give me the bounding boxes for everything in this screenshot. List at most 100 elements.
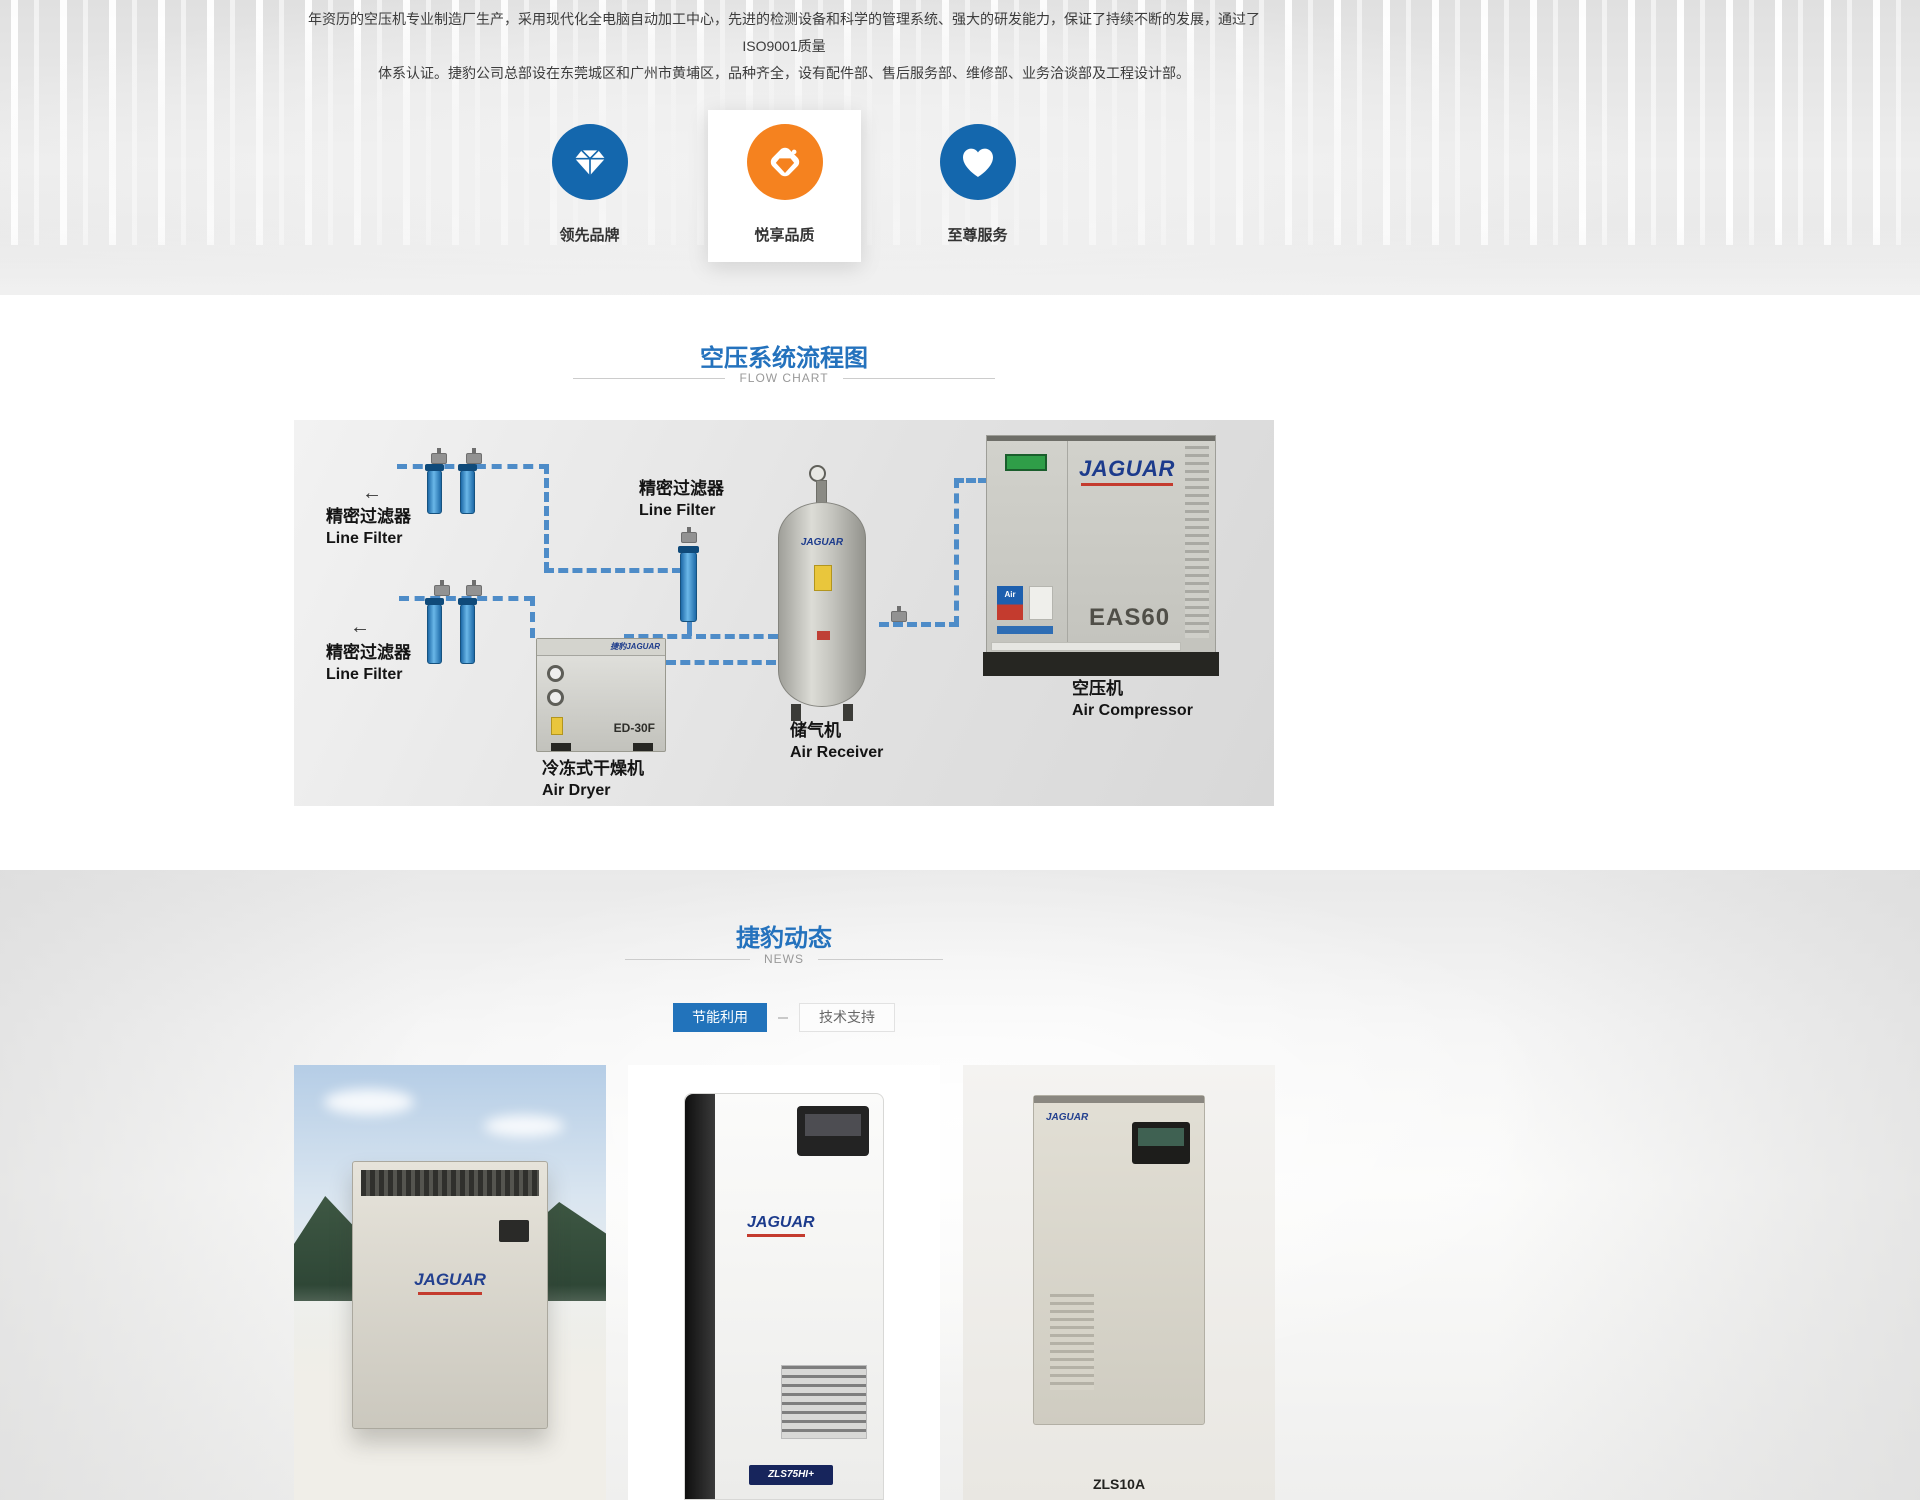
compressor-product-image: JAGUAR (352, 1161, 548, 1429)
tab-tech-support[interactable]: 技术支持 (799, 1003, 895, 1032)
product-card-3[interactable]: JAGUAR ZLS10A (963, 1065, 1275, 1500)
line-filter-graphic (425, 464, 444, 514)
intro-line-2: 体系认证。捷豹公司总部设在东莞城区和广州市黄埔区，品种齐全，设有配件部、售后服务… (378, 65, 1190, 81)
gem-badge-icon (746, 124, 823, 200)
product-brand-logo: JAGUAR (1046, 1112, 1089, 1123)
valve-icon (891, 606, 907, 622)
label-air-compressor: 空压机 Air Compressor (1072, 679, 1193, 719)
warning-sticker (551, 717, 563, 735)
news-tabs: 节能利用 技术支持 (294, 1003, 1274, 1032)
line-filter-graphic (458, 598, 477, 664)
compressor-base (983, 652, 1219, 676)
product-brand-logo: JAGUAR (747, 1214, 815, 1237)
valve-icon (681, 527, 697, 543)
hero-banner: 年资历的空压机专业制造厂生产，采用现代化全电脑自动加工中心，先进的检测设备和科学… (0, 0, 1920, 295)
flow-chart-image: ← ← 精密过滤器 Line Filter 精密过滤器 Line Filter … (294, 420, 1274, 806)
air-compressor-graphic: JAGUAR Air EAS60 (983, 435, 1219, 676)
compressor-info-strip (991, 642, 1181, 651)
news-section-subtitle-row: NEWS (294, 952, 1274, 966)
product-side-panel (685, 1094, 715, 1499)
valve-icon (434, 580, 450, 596)
line-filter-graphic (678, 546, 699, 622)
flow-section-title: 空压系统流程图 (700, 345, 868, 372)
dryer-foot (551, 743, 571, 751)
label-line-filter-bottom: 精密过滤器 Line Filter (326, 643, 411, 683)
valve-icon (466, 580, 482, 596)
air-receiver-graphic: JAGUAR (778, 502, 866, 707)
flow-section-subtitle-row: FLOW CHART (294, 371, 1274, 385)
pipe-segment (687, 622, 692, 636)
feature-row: 领先品牌 悦享品质 至尊服务 (294, 110, 1274, 262)
news-section-subtitle: NEWS (764, 952, 804, 966)
gauge-icon (547, 689, 564, 706)
compressor-display (1005, 454, 1047, 471)
pipe-segment (879, 622, 959, 627)
compressor-vent-grille (1185, 446, 1209, 638)
pipe-segment (544, 568, 682, 573)
feature-label: 领先品牌 (559, 227, 620, 244)
tab-divider (778, 1016, 788, 1019)
air-receiver-brand: JAGUAR (800, 537, 844, 548)
pipe-segment (666, 660, 776, 665)
news-section-background (0, 870, 1920, 1500)
arrow-left-icon: ← (350, 616, 370, 638)
valve-icon (466, 448, 482, 464)
pipe-segment (544, 464, 549, 572)
line-filter-graphic (458, 464, 477, 514)
product-card-1[interactable]: JAGUAR (294, 1065, 606, 1500)
divider-line (625, 958, 750, 960)
diamond-icon (551, 124, 628, 200)
feature-label: 至尊服务 (947, 227, 1008, 244)
product-control-panel (1132, 1122, 1190, 1164)
pipe-segment (954, 478, 988, 483)
feature-card-brand[interactable]: 领先品牌 (513, 110, 666, 262)
flow-section-subtitle: FLOW CHART (739, 371, 829, 385)
compressor-top-edge (987, 436, 1215, 441)
pipe-segment (530, 596, 535, 638)
intro-line-1: 年资历的空压机专业制造厂生产，采用现代化全电脑自动加工中心，先进的检测设备和科学… (308, 11, 1260, 54)
product-card-2[interactable]: JAGUAR ZLS75HI+ (628, 1065, 940, 1500)
air-dryer-graphic: 捷豹JAGUAR ED-30F (536, 638, 666, 752)
product-vent-grille (1050, 1294, 1094, 1390)
product-model-label: ZLS10A (1092, 1476, 1146, 1492)
air-dryer-model: ED-30F (613, 721, 655, 735)
blue-strip-sticker (997, 626, 1053, 634)
tab-energy-saving[interactable]: 节能利用 (673, 1003, 767, 1032)
dryer-foot (633, 743, 653, 751)
arrow-left-icon: ← (362, 482, 382, 504)
label-line-filter-mid: 精密过滤器 Line Filter (639, 479, 724, 519)
feature-card-service[interactable]: 至尊服务 (901, 110, 1054, 262)
pipe-segment (954, 478, 959, 626)
valve-icon (431, 448, 447, 464)
compressor-product-image: JAGUAR (1033, 1095, 1205, 1425)
divider-line (573, 377, 726, 379)
hero-floor (0, 225, 1920, 295)
product-vent-grille (781, 1365, 867, 1439)
divider-line (818, 958, 943, 960)
line-filter-graphic (425, 598, 444, 664)
compressor-panel-divider (1067, 441, 1068, 650)
product-brand-logo: JAGUAR (353, 1270, 547, 1295)
tank-leg (843, 704, 853, 721)
tank-leg (791, 704, 801, 721)
compressor-brand-logo: JAGUAR (1079, 456, 1175, 486)
feature-card-quality[interactable]: 悦享品质 (708, 110, 861, 262)
cloud-shape (484, 1115, 564, 1137)
feature-label: 悦享品质 (754, 227, 815, 244)
label-air-dryer: 冷冻式干燥机 Air Dryer (542, 759, 644, 799)
label-air-receiver: 储气机 Air Receiver (790, 721, 884, 761)
product-top-strip (1034, 1096, 1204, 1103)
pipe-segment (624, 634, 778, 639)
air-sticker: Air (997, 586, 1023, 620)
news-section-title: 捷豹动态 (736, 925, 832, 952)
warning-sticker (814, 565, 832, 591)
divider-line (842, 377, 995, 379)
product-control-panel (797, 1106, 869, 1156)
product-vent-strip (361, 1170, 539, 1196)
tank-tag (817, 631, 830, 640)
cloud-shape (324, 1089, 414, 1115)
compressor-product-image: JAGUAR ZLS75HI+ (684, 1093, 884, 1500)
product-model-badge: ZLS75HI+ (749, 1465, 833, 1485)
heart-icon (939, 124, 1016, 200)
